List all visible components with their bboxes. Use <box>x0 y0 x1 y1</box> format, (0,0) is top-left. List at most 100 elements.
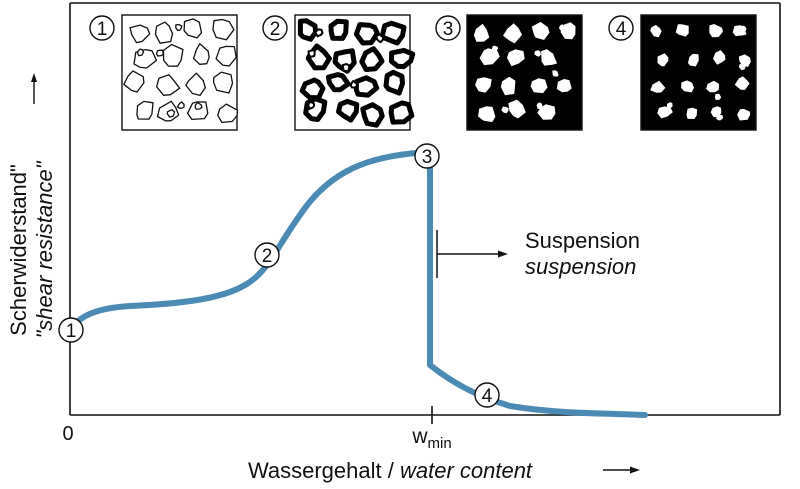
suspension-label-en: suspension <box>525 254 636 279</box>
particle-grain <box>217 103 239 124</box>
curve-marker-1-label: 1 <box>66 321 77 342</box>
panel-label-4-text: 4 <box>616 19 627 40</box>
particle-grain <box>650 80 666 93</box>
panel-label-1-text: 1 <box>97 19 108 40</box>
particle-grain-small <box>307 49 316 59</box>
particle-panel-2 <box>294 14 416 131</box>
particle-grain <box>530 78 548 94</box>
particle-panel-3 <box>466 14 583 131</box>
particle-grain-small <box>536 102 543 110</box>
particle-grain-small <box>715 93 722 101</box>
particle-grain-small <box>716 114 723 121</box>
particle-grain <box>531 21 550 40</box>
particle-grain <box>657 106 673 119</box>
particle-grain <box>162 43 184 67</box>
particle-grain <box>479 48 500 66</box>
particle-grain <box>710 106 722 118</box>
curve-marker-2: 2 <box>254 242 280 268</box>
particle-grain-small <box>313 28 324 38</box>
particle-grain <box>297 18 319 42</box>
particle-grain <box>706 80 719 93</box>
particle-grain <box>359 46 385 72</box>
particle-grain-small <box>491 45 498 53</box>
x-origin-label: 0 <box>62 423 73 445</box>
particle-grain <box>657 53 669 67</box>
particle-grain-small <box>552 70 559 77</box>
particle-grain <box>734 76 750 90</box>
particle-grain-small <box>349 79 359 89</box>
particle-grain <box>136 100 154 120</box>
panel-label-3: 3 <box>435 15 461 41</box>
particle-grain <box>506 49 525 67</box>
particle-grain <box>688 53 699 67</box>
particle-panel-4 <box>640 14 757 131</box>
particle-grain <box>299 77 326 101</box>
particle-grain <box>353 22 380 46</box>
particle-grain <box>383 69 405 96</box>
particle-grain <box>709 24 723 38</box>
particle-grain <box>675 24 689 37</box>
particle-grain <box>537 104 556 120</box>
x-tick-wmin-sub: min <box>428 435 452 452</box>
particle-grain <box>154 21 174 44</box>
x-axis-label-separator: / <box>382 458 400 483</box>
particle-grain <box>500 76 516 96</box>
curve-marker-1: 1 <box>58 317 84 343</box>
shear-resistance-curve <box>67 149 648 418</box>
particle-grain <box>212 18 235 41</box>
particle-grain <box>650 25 662 38</box>
particle-grain <box>541 49 558 66</box>
particle-grain <box>303 96 328 122</box>
x-tick-wmin: wmin <box>411 425 451 452</box>
curve-marker-4: 4 <box>474 382 500 408</box>
x-axis-label: Wassergehalt / water content <box>248 458 533 483</box>
particle-grain <box>123 70 145 93</box>
x-axis-arrow <box>603 466 640 474</box>
y-axis-label-en-group: "shear resistance" <box>32 160 57 338</box>
particle-grain <box>503 23 523 44</box>
panel-label-2: 2 <box>262 15 288 41</box>
particle-grain <box>192 43 210 65</box>
particle-grain <box>183 18 203 39</box>
particle-grain <box>185 72 206 97</box>
particle-grain <box>336 98 360 123</box>
x-axis-label-de: Wassergehalt <box>248 458 382 483</box>
particle-grain <box>129 24 151 44</box>
particle-grain-small <box>682 82 689 89</box>
particle-grain-small <box>534 50 541 57</box>
particle-grain <box>508 99 526 119</box>
particle-grain <box>473 23 490 42</box>
particle-grain-small <box>738 63 747 71</box>
particle-grain <box>186 101 209 121</box>
particle-grain <box>388 100 415 125</box>
particle-grain <box>215 45 237 67</box>
curve-marker-2-label: 2 <box>262 246 273 267</box>
particle-grain <box>325 72 351 93</box>
panel-label-2-text: 2 <box>270 19 281 40</box>
y-axis-label-en: "shear resistance" <box>32 160 57 338</box>
particle-grain-small <box>341 63 351 73</box>
particle-grain <box>353 75 380 98</box>
particle-grain <box>713 50 726 65</box>
particle-grain-small <box>501 106 509 114</box>
curve-marker-4-label: 4 <box>482 386 493 407</box>
particle-grain <box>155 74 181 96</box>
particle-grain-small <box>558 24 565 32</box>
particle-grain <box>212 71 234 94</box>
curve-marker-3: 3 <box>414 143 440 169</box>
particle-grain-small <box>739 25 747 33</box>
particle-grain-small <box>375 33 385 44</box>
particle-grain <box>478 106 496 123</box>
particle-grain <box>389 47 416 70</box>
particle-grain <box>737 108 751 121</box>
particle-panel-1 <box>121 14 239 131</box>
x-tick-wmin-main: w <box>411 425 428 448</box>
particle-grain-small <box>666 102 673 109</box>
panel-label-4: 4 <box>608 15 634 41</box>
panel-label-1: 1 <box>89 15 115 41</box>
particle-grain <box>556 79 572 93</box>
particle-grain <box>475 77 492 93</box>
particle-grain <box>379 20 407 46</box>
particle-grain-small <box>175 23 183 32</box>
